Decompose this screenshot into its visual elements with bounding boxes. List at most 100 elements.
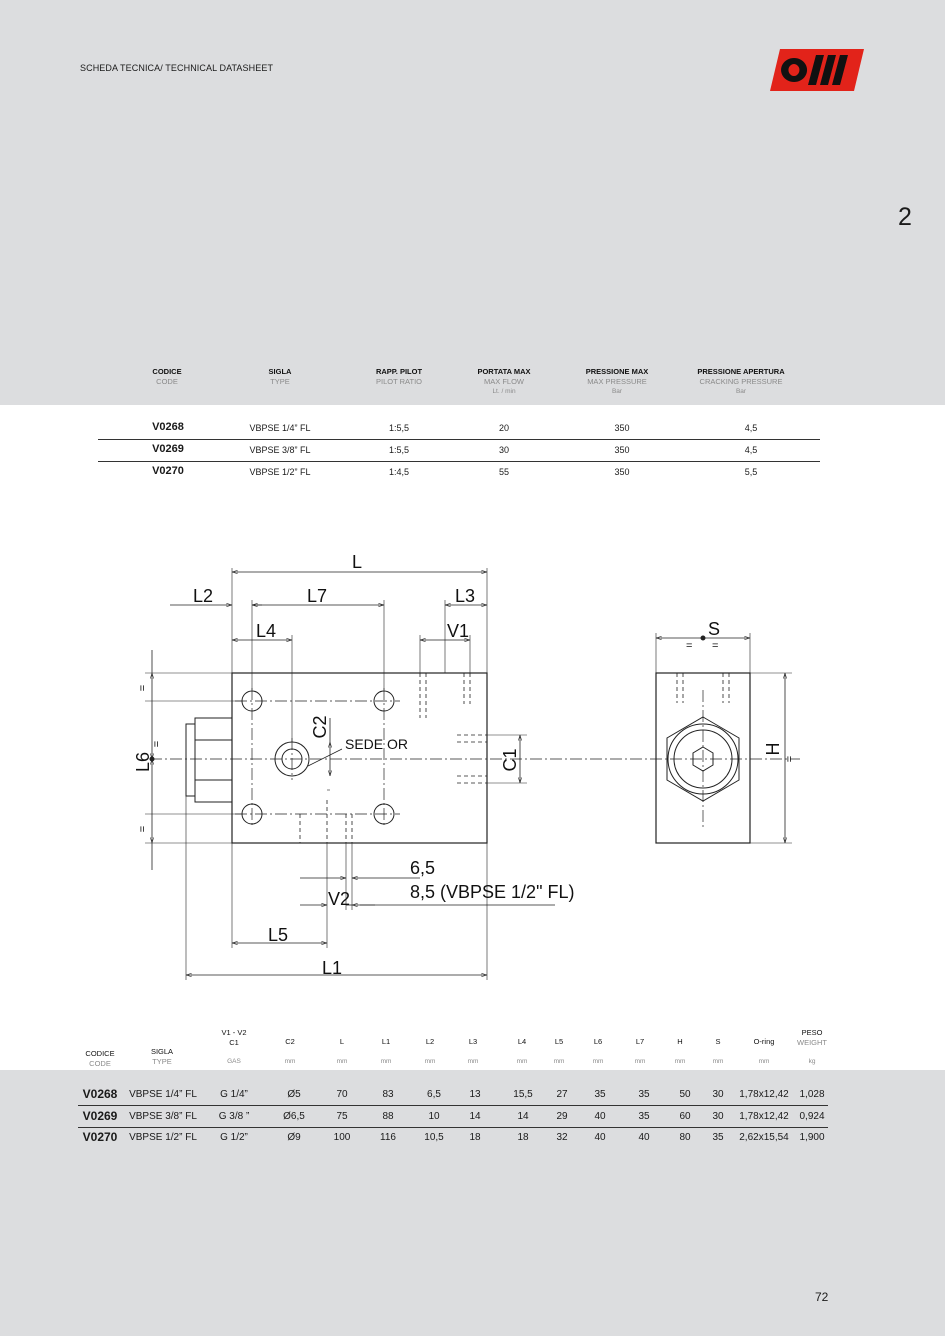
t2-unit-l2: mm xyxy=(424,1058,436,1065)
t2-unit-weight: kg xyxy=(808,1058,816,1065)
t2-unit-l6: mm xyxy=(592,1058,604,1065)
t2-header-l4: L4 xyxy=(517,1037,527,1046)
t2-cell: 18 xyxy=(469,1132,481,1143)
t1-cell-type: VBPSE 1/4” FL xyxy=(249,423,311,433)
t1-cell-ratio: 1:4,5 xyxy=(388,467,410,477)
t2-cell: G 1/4” xyxy=(220,1089,248,1100)
dim-label-l4: L4 xyxy=(256,621,276,641)
dim-label-l7: L7 xyxy=(307,586,327,606)
t2-cell: 30 xyxy=(712,1089,724,1100)
t2-header-l6: L6 xyxy=(593,1037,603,1046)
t1-cell-cracking: 4,5 xyxy=(744,423,758,433)
t2-header-l5: L5 xyxy=(554,1037,564,1046)
t2-cell: 30 xyxy=(712,1111,724,1122)
t2-header-s: S xyxy=(715,1037,721,1046)
t2-cell: 27 xyxy=(556,1089,568,1100)
t2-cell: 80 xyxy=(679,1132,691,1143)
t2-header-oring: O-ring xyxy=(753,1037,775,1046)
t2-cell: 18 xyxy=(517,1132,529,1143)
table-row: V0269 VBPSE 3/8” FL 1:5,5 30 350 4,5 xyxy=(98,440,820,462)
t2-cell: 35 xyxy=(712,1132,724,1143)
t1-cell-ratio: 1:5,5 xyxy=(388,445,410,455)
t2-cell: 35 xyxy=(638,1089,650,1100)
t2-cell: 1,78x12,42 xyxy=(739,1111,789,1122)
t2-cell: 40 xyxy=(638,1132,650,1143)
t1-cell-pressure: 350 xyxy=(614,467,630,477)
equal-mark: = xyxy=(151,741,163,747)
t1-cell-pressure: 350 xyxy=(614,423,630,433)
t2-cell: 13 xyxy=(469,1089,481,1100)
dim-label-dim-a: 6,5 xyxy=(410,858,435,878)
t2-header-l: L xyxy=(339,1037,345,1046)
t2-cell: 35 xyxy=(638,1111,650,1122)
t2-cell: 1,900 xyxy=(799,1132,825,1143)
t2-cell: Ø6,5 xyxy=(283,1111,305,1122)
t2-cell: 40 xyxy=(594,1132,606,1143)
t2-unit-l7: mm xyxy=(634,1058,646,1065)
dim-label-l2: L2 xyxy=(193,586,213,606)
t2-cell: Ø9 xyxy=(287,1132,301,1143)
document-title: SCHEDA TECNICA/ TECHNICAL DATASHEET xyxy=(80,63,274,73)
t2-cell: 70 xyxy=(336,1089,348,1100)
t2-cell: 35 xyxy=(594,1089,606,1100)
dim-label-c1: C1 xyxy=(500,748,520,771)
equal-mark: = xyxy=(137,685,149,691)
t2-cell: VBPSE 1/2” FL xyxy=(129,1132,197,1143)
t1-cell-cracking: 4,5 xyxy=(744,445,758,455)
t1-cell-type: VBPSE 3/8” FL xyxy=(249,445,311,455)
table-row: V0270 VBPSE 1/2” FL G 1/2” Ø9 100 116 10… xyxy=(78,1127,828,1148)
t2-unit-gas: GAS xyxy=(227,1058,241,1065)
t2-cell: Ø5 xyxy=(287,1089,301,1100)
dim-label-h: H xyxy=(763,743,783,756)
dim-label-l1: L1 xyxy=(322,958,342,978)
t2-unit-l1: mm xyxy=(380,1058,392,1065)
t2-unit-h: mm xyxy=(674,1058,686,1065)
t1-cell-flow: 20 xyxy=(498,423,509,433)
t2-cell: 32 xyxy=(556,1132,568,1143)
equal-mark: = xyxy=(712,640,718,652)
t2-header-c2: C2 xyxy=(285,1037,295,1046)
t2-cell: 83 xyxy=(382,1089,394,1100)
t2-unit-s: mm xyxy=(712,1058,724,1065)
t2-header-l3: L3 xyxy=(468,1037,478,1046)
t2-cell: VBPSE 1/4” FL xyxy=(129,1089,197,1100)
equal-mark: = xyxy=(784,756,796,762)
t2-unit-l5: mm xyxy=(553,1058,565,1065)
t2-cell: 29 xyxy=(556,1111,568,1122)
dim-label-v2: V2 xyxy=(328,889,350,909)
t2-cell: 15,5 xyxy=(513,1089,533,1100)
callout-sede-or: SEDE OR xyxy=(345,736,408,752)
t2-cell: VBPSE 3/8” FL xyxy=(129,1111,197,1122)
t2-unit-l4: mm xyxy=(516,1058,528,1065)
t2-unit-l: mm xyxy=(336,1058,348,1065)
t2-cell: 40 xyxy=(594,1111,606,1122)
t2-unit-oring: mm xyxy=(758,1058,770,1065)
dim-label-l6: L6 xyxy=(133,752,153,772)
t2-cell: 75 xyxy=(336,1111,348,1122)
t2-cell: G 1/2” xyxy=(220,1132,248,1143)
t1-cell-code: V0270 xyxy=(152,465,184,477)
dim-label-c2: C2 xyxy=(310,715,330,738)
t2-cell: 14 xyxy=(469,1111,481,1122)
dim-label-dim-b: 8,5 (VBPSE 1/2" FL) xyxy=(410,882,574,902)
t2-unit-l3: mm xyxy=(467,1058,479,1065)
dim-label-l: L xyxy=(352,552,362,572)
table-row: V0268 VBPSE 1/4” FL G 1/4” Ø5 70 83 6,5 … xyxy=(78,1084,828,1106)
t1-cell-type: VBPSE 1/2” FL xyxy=(249,467,311,477)
section-number: 2 xyxy=(898,203,912,231)
brand-logo xyxy=(770,49,864,91)
t2-cell: 88 xyxy=(382,1111,394,1122)
t2-header-l7: L7 xyxy=(635,1037,645,1046)
t2-cell: 10 xyxy=(428,1111,440,1122)
t2-cell: 1,028 xyxy=(799,1089,825,1100)
t2-cell: G 3/8 ” xyxy=(218,1111,250,1122)
table-row: V0268 VBPSE 1/4” FL 1:5,5 20 350 4,5 xyxy=(98,418,820,440)
